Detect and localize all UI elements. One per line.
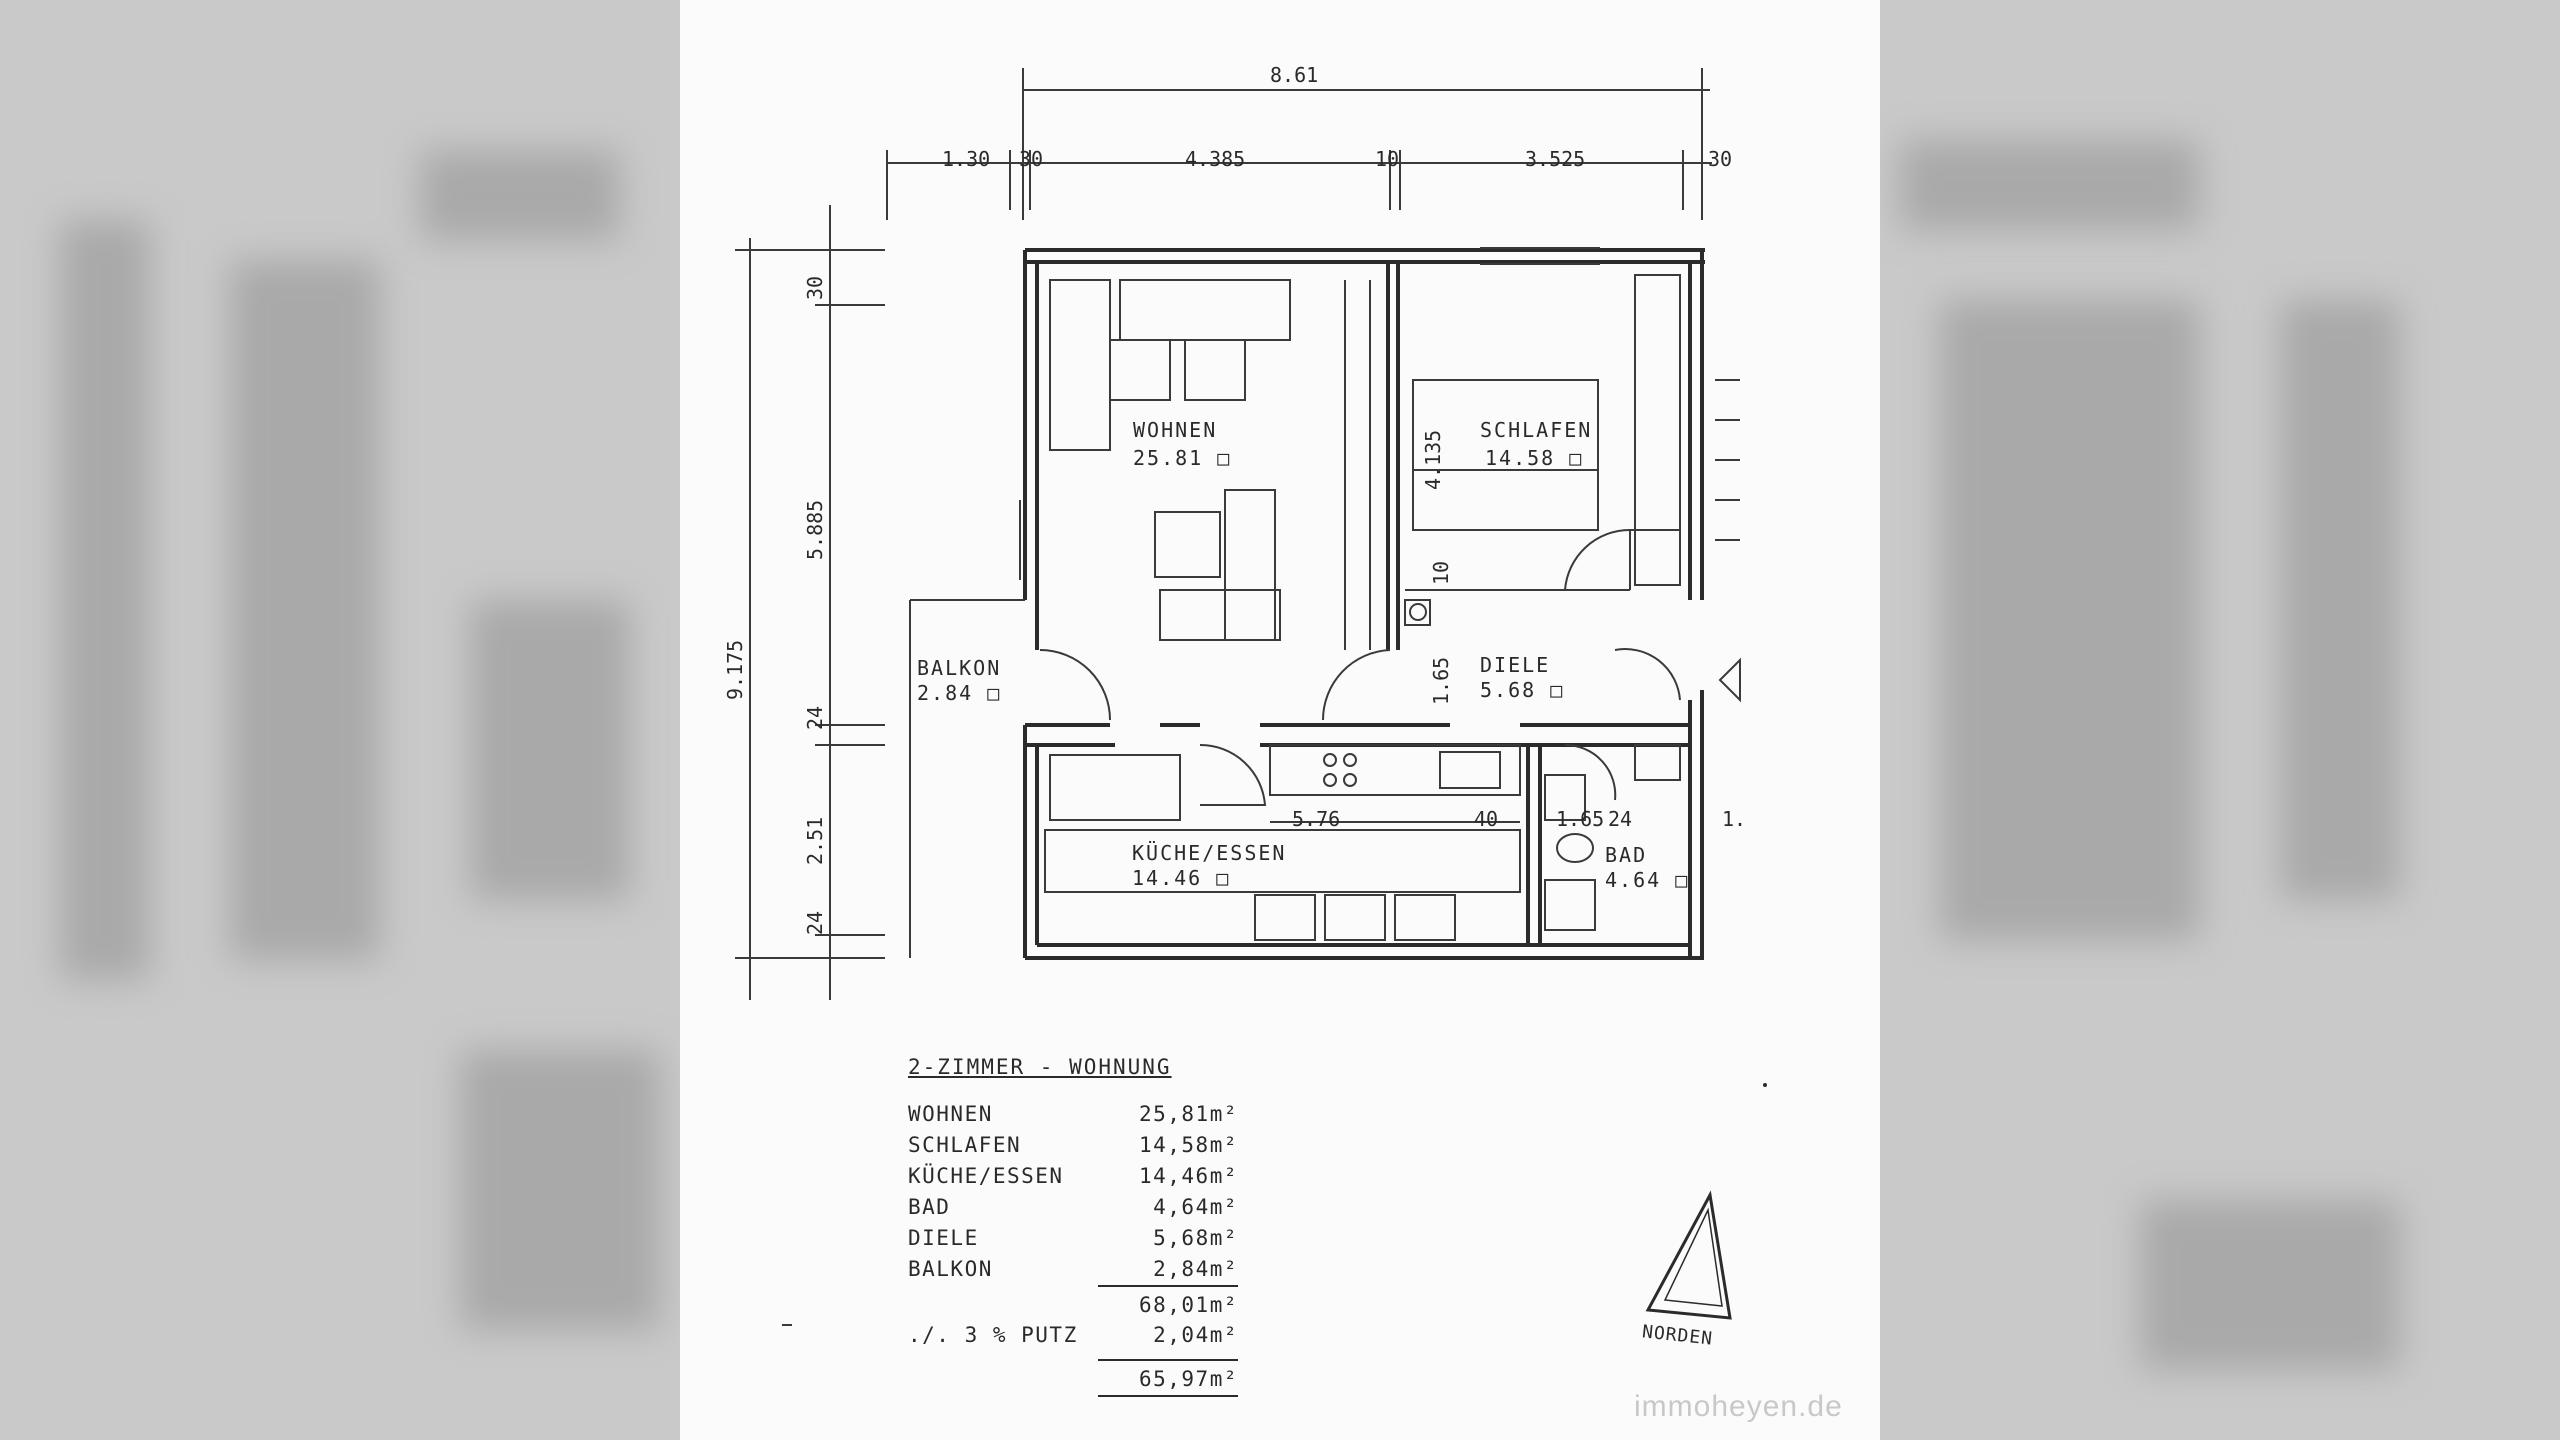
dim-inner-1: 4.135 (1421, 430, 1445, 490)
dim-inner-2: 10 (1429, 561, 1453, 585)
legend-value: 14,58m² (1138, 1133, 1238, 1157)
room-area-kueche: 14.46 □ (1132, 866, 1230, 890)
legend-putz-row: ./. 3 % PUTZ 2,04m² (908, 1323, 1238, 1347)
legend-label: WOHNEN (908, 1102, 993, 1126)
dim-top-seg-3: 4.385 (1185, 147, 1245, 171)
legend-label: DIELE (908, 1226, 979, 1250)
dim-left-seg-1: 30 (803, 276, 827, 300)
legend-putz-value: 2,04m² (1153, 1323, 1238, 1347)
left-dimensions: 9.175 30 5.885 24 2.51 24 (723, 205, 885, 1000)
area-legend: 2-ZIMMER - WOHNUNG WOHNEN 25,81m² SCHLAF… (908, 1055, 1238, 1397)
floor-plan-drawing: 8.61 1.30 30 4.385 10 3.525 30 9.175 30 … (723, 63, 1767, 1326)
legend-label: BALKON (908, 1257, 993, 1281)
dim-top-seg-1: 1.30 (942, 147, 990, 171)
room-area-diele: 5.68 □ (1480, 678, 1564, 702)
dim-top-seg-2: 30 (1019, 147, 1043, 171)
room-name-wohnen: WOHNEN (1133, 418, 1217, 442)
dim-top-seg-4: 10 (1375, 147, 1399, 171)
top-dimensions: 8.61 1.30 30 4.385 10 3.525 30 (886, 63, 1732, 220)
legend-value: 4,64m² (1153, 1195, 1238, 1219)
dim-left-seg-5: 24 (803, 911, 827, 935)
dim-inner-4: 5.76 (1292, 807, 1340, 831)
blurred-background-right (1880, 0, 2560, 1440)
furniture (1044, 274, 1681, 941)
room-labels: WOHNEN 25.81 □ SCHLAFEN 14.58 □ BALKON 2… (917, 418, 1689, 892)
room-area-balkon: 2.84 □ (917, 681, 1001, 705)
doors (1039, 528, 1741, 806)
dim-top-total: 8.61 (1270, 63, 1318, 87)
windows (1019, 247, 1740, 580)
legend-subtotal: 68,01m² (1098, 1285, 1238, 1317)
dim-top-seg-5: 3.525 (1525, 147, 1585, 171)
dim-inner-8: 1. (1722, 807, 1746, 831)
dim-inner-6: 1.65 (1556, 807, 1604, 831)
legend-row: DIELE 5,68m² (908, 1223, 1238, 1254)
legend-value: 25,81m² (1138, 1102, 1238, 1126)
north-arrow-icon (1645, 1190, 1732, 1320)
legend-row: SCHLAFEN 14,58m² (908, 1130, 1238, 1161)
room-name-bad: BAD (1605, 843, 1647, 867)
inner-dimensions: 4.135 10 1.65 5.76 40 1.65 24 1. (1270, 430, 1746, 831)
legend-label: SCHLAFEN (908, 1133, 1022, 1157)
legend-title: 2-ZIMMER - WOHNUNG (908, 1055, 1172, 1079)
room-area-bad: 4.64 □ (1605, 868, 1689, 892)
dim-left-total: 9.175 (723, 640, 747, 700)
dim-inner-5: 40 (1474, 807, 1498, 831)
legend-total: 65,97m² (1098, 1359, 1238, 1397)
blurred-background-left (0, 0, 680, 1440)
legend-label: BAD (908, 1195, 951, 1219)
dim-left-seg-2: 5.885 (803, 500, 827, 560)
dim-top-seg-6: 30 (1708, 147, 1732, 171)
legend-row: BAD 4,64m² (908, 1192, 1238, 1223)
legend-row: WOHNEN 25,81m² (908, 1099, 1238, 1130)
dim-left-seg-4: 2.51 (803, 817, 827, 865)
room-area-wohnen: 25.81 □ (1133, 446, 1231, 470)
legend-value: 2,84m² (1153, 1257, 1238, 1281)
dim-inner-3: 1.65 (1429, 657, 1453, 705)
walls (909, 248, 1705, 960)
room-name-kueche: KÜCHE/ESSEN (1132, 841, 1286, 865)
room-area-schlafen: 14.58 □ (1485, 446, 1583, 470)
legend-row: BALKON 2,84m² (908, 1254, 1238, 1285)
legend-value: 14,46m² (1138, 1164, 1238, 1188)
legend-value: 5,68m² (1153, 1226, 1238, 1250)
room-name-diele: DIELE (1480, 653, 1550, 677)
floor-plan-sheet: 8.61 1.30 30 4.385 10 3.525 30 9.175 30 … (680, 0, 1880, 1440)
dim-inner-7: 24 (1608, 807, 1632, 831)
watermark: immoheyen.de (1634, 1390, 1843, 1423)
legend-row: KÜCHE/ESSEN 14,46m² (908, 1161, 1238, 1192)
legend-putz-label: ./. 3 % PUTZ (908, 1323, 1078, 1347)
room-name-schlafen: SCHLAFEN (1480, 418, 1592, 442)
legend-label: KÜCHE/ESSEN (908, 1164, 1064, 1188)
dim-left-seg-3: 24 (803, 706, 827, 730)
room-name-balkon: BALKON (917, 656, 1001, 680)
